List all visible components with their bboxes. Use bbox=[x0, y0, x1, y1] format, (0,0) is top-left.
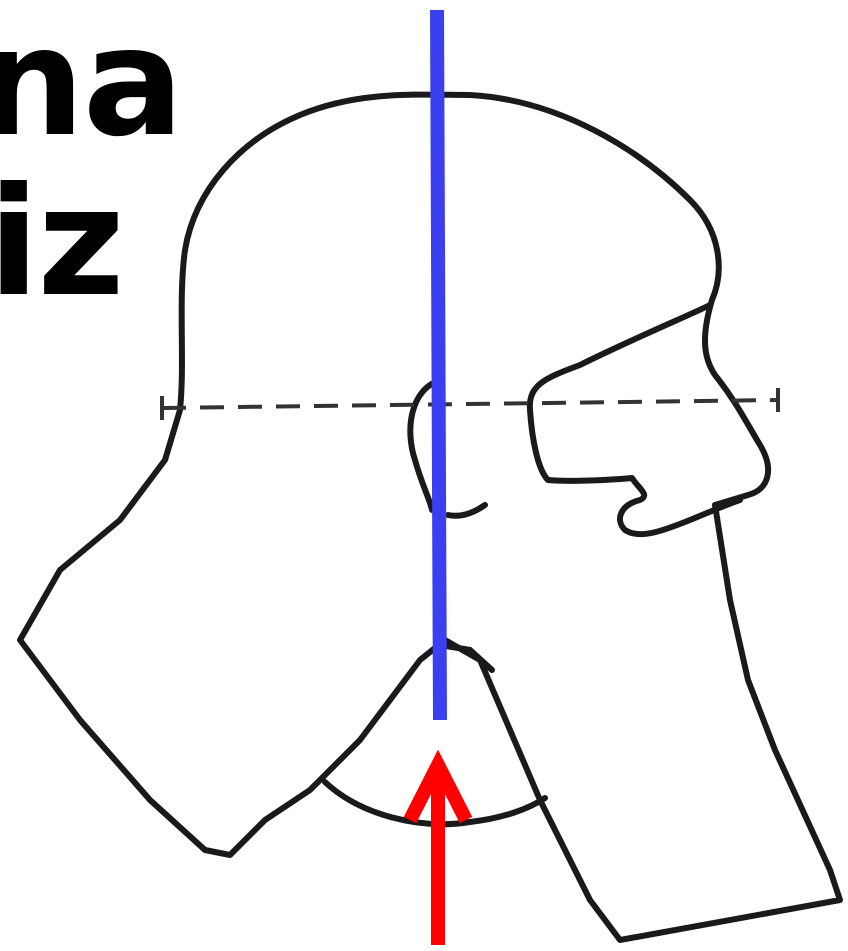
head-outline bbox=[20, 95, 840, 940]
horizontal-dashed-line bbox=[162, 400, 778, 408]
neck-line bbox=[440, 645, 492, 670]
ear-lobe-outline bbox=[448, 505, 485, 516]
vertical-blue-line bbox=[437, 10, 440, 720]
red-arrow-icon bbox=[410, 765, 466, 945]
face-opening-outline bbox=[530, 305, 740, 534]
